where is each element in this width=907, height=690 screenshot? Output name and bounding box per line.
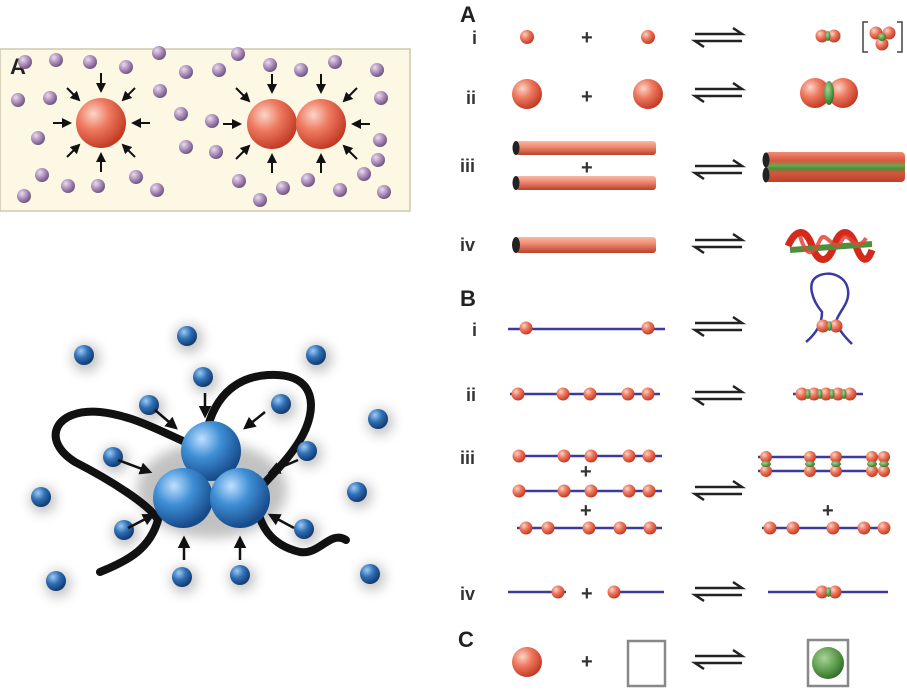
a-i-product [815, 29, 841, 43]
eq-arrow-b-iii [690, 479, 747, 502]
eq-arrow-c [690, 648, 747, 671]
b-iii-strands-left [512, 449, 662, 535]
eq-arrow-b-ii [690, 384, 747, 407]
b-i-strand [508, 321, 665, 335]
plus-b-iii-2: + [580, 500, 592, 522]
row-label-b-ii: ii [466, 385, 476, 405]
plus-signs: + + + + + + + + [580, 27, 834, 673]
right-diagram: A i ii iii iv B i ii iii iv C + + + + + … [458, 2, 905, 688]
blue-cluster [153, 421, 270, 528]
crowded-sphere-single [53, 73, 150, 172]
crowder-particles [11, 46, 391, 207]
plus-b-iv: + [581, 583, 593, 605]
plus-b-iii-1: + [580, 461, 592, 483]
b-ii-product [793, 387, 863, 401]
row-label-b-i: i [472, 320, 477, 340]
eq-arrow-a-iii [690, 158, 747, 181]
a-ii-reactants [512, 79, 663, 109]
a-iv-helix [784, 229, 876, 263]
row-label-a-iii: iii [460, 156, 475, 176]
panel-crowding-spheres: A [0, 46, 411, 212]
section-label-a: A [460, 2, 476, 27]
plus-a-iii: + [581, 157, 593, 179]
row-label-a-i: i [472, 28, 477, 48]
b-iii-strands-right [758, 451, 891, 535]
b-iv-product [768, 585, 888, 599]
a-i-bracketed-complex [862, 21, 903, 53]
plus-c: + [581, 651, 593, 673]
blue-crowding-scene [30, 325, 393, 597]
equilibrium-arrows [690, 26, 747, 671]
row-label-b-iv: iv [460, 584, 475, 604]
eq-arrow-a-ii [690, 81, 747, 104]
b-ii-strand [510, 387, 660, 401]
plus-a-ii: + [581, 86, 593, 108]
eq-arrow-a-i [690, 26, 747, 49]
a-ii-product [800, 78, 858, 108]
pressure-arrows [117, 393, 299, 560]
row-label-a-ii: ii [466, 88, 476, 108]
eq-arrow-a-iv [690, 232, 747, 255]
c-product [806, 638, 850, 688]
small-blue-particles [31, 326, 388, 591]
section-label-b: B [460, 286, 476, 311]
crowded-sphere-pair [223, 74, 370, 173]
plus-a-i: + [581, 27, 593, 49]
eq-arrow-b-iv [690, 580, 747, 603]
b-i-loop [805, 272, 853, 345]
a-iv-rod [512, 237, 656, 253]
b-iv-reactants [508, 585, 664, 599]
c-reactants [512, 639, 667, 688]
eq-arrow-b-i [690, 315, 747, 338]
empty-box [626, 639, 667, 688]
a-i-reactants [520, 30, 655, 44]
plus-b-iii-3: + [822, 500, 834, 522]
a-iii-reactant-rods [512, 141, 656, 190]
row-label-a-iv: iv [460, 235, 475, 255]
row-label-b-iii: iii [460, 448, 475, 468]
section-label-c: C [458, 627, 474, 652]
a-iii-product-rods [762, 152, 905, 183]
